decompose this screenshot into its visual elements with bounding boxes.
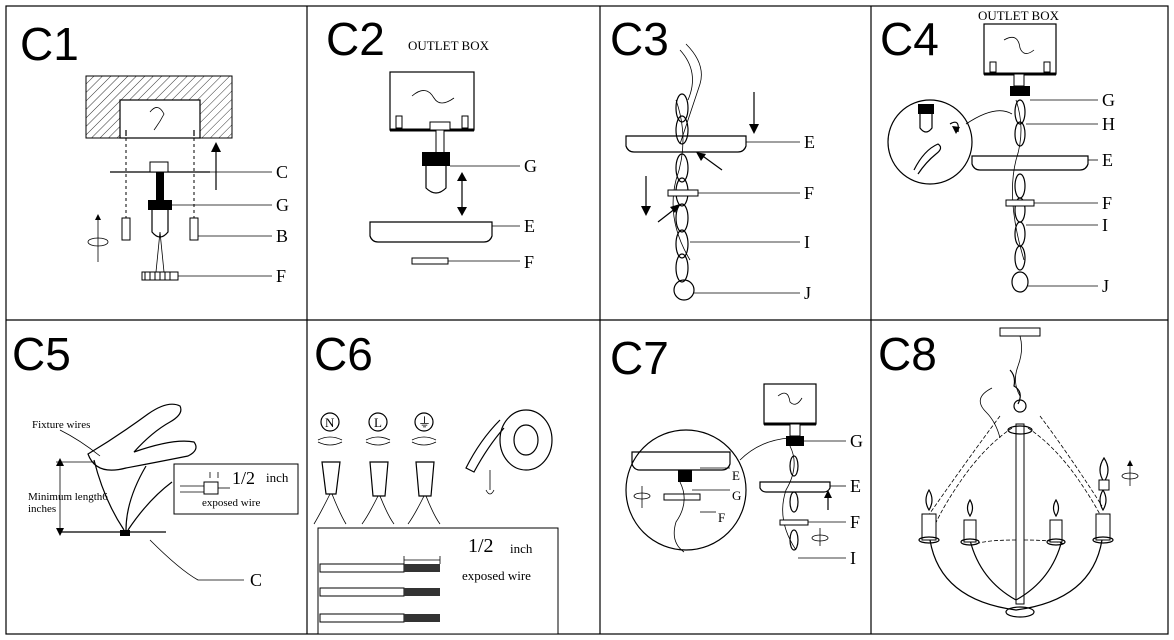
stripped-wire-1 [319, 563, 440, 573]
panel-title-c6: C6 [314, 328, 373, 380]
c3-label-e: E [804, 132, 815, 152]
panel-title-c1: C1 [20, 18, 79, 70]
ceiling-hatch [85, 75, 233, 139]
c1-label-g: G [276, 195, 289, 215]
panel-title-c8: C8 [878, 328, 937, 380]
c7-label-g: G [850, 431, 863, 451]
c7-inset-label-f: F [718, 510, 725, 525]
c5-half-label: 1/2 [232, 468, 255, 488]
c5-fixture-wires-label: Fixture wires [32, 419, 90, 431]
panel-title-c4: C4 [880, 13, 939, 65]
neutral-symbol: N [317, 412, 343, 446]
panel-title-c5: C5 [12, 328, 71, 380]
svg-text:⏚: ⏚ [418, 415, 431, 430]
c5-inch-label: inch [266, 470, 289, 485]
c8-chandelier [918, 327, 1139, 618]
c5-minimum-length-label: Minimum length6 [28, 491, 108, 503]
c5-diagram: Fixture wires Minimum length6 inches 1/2… [28, 403, 299, 590]
c3-label-j: J [804, 283, 811, 303]
c5-label-c: C [250, 570, 262, 590]
c6-half-label: 1/2 [468, 535, 494, 557]
c7-diagram: E G F G E F I [625, 383, 863, 568]
c5-inches-label: inches [28, 503, 56, 515]
svg-text:N: N [325, 415, 335, 430]
c2-diagram: OUTLET BOX G E F [369, 38, 537, 272]
candle-3 [1046, 498, 1066, 546]
c7-inset-label-g: G [732, 488, 741, 503]
c1-label-f: F [276, 266, 286, 286]
c6-diagram: N L ⏚ 1/2 inch exposed wire [313, 409, 559, 635]
c4-diagram: OUTLET BOX G [887, 8, 1115, 296]
ground-symbol: ⏚ [411, 412, 437, 446]
c1-label-c: C [276, 162, 288, 182]
c4-label-i: I [1102, 215, 1108, 235]
panel-title-c7: C7 [610, 332, 669, 384]
c3-label-f: F [804, 183, 814, 203]
c7-label-f: F [850, 512, 860, 532]
panel-title-c3: C3 [610, 13, 669, 65]
c2-label-g: G [524, 156, 537, 176]
candle-4 [1092, 488, 1114, 544]
c1-diagram: C G B F [85, 75, 289, 286]
c4-outlet-box-label: OUTLET BOX [978, 8, 1060, 23]
c1-label-b: B [276, 226, 288, 246]
c4-label-g: G [1102, 90, 1115, 110]
candle-2 [960, 498, 980, 546]
stripped-wire-3 [319, 613, 440, 623]
svg-text:L: L [374, 415, 382, 430]
c7-label-e: E [850, 476, 861, 496]
c3-diagram: E F I J [625, 43, 815, 303]
candle-1 [918, 488, 940, 544]
c2-outlet-box-label: OUTLET BOX [408, 38, 490, 53]
c5-exposed-wire-label: exposed wire [202, 497, 260, 509]
c3-label-i: I [804, 232, 810, 252]
panel-grid [5, 5, 1169, 635]
c4-label-f: F [1102, 193, 1112, 213]
c7-inset-label-e: E [732, 468, 740, 483]
c4-label-h: H [1102, 114, 1115, 134]
c6-exposed-wire-label: exposed wire [462, 568, 531, 583]
c4-label-j: J [1102, 276, 1109, 296]
c7-label-i: I [850, 548, 856, 568]
c2-label-e: E [524, 216, 535, 236]
c6-inch-label: inch [510, 541, 533, 556]
c2-label-f: F [524, 252, 534, 272]
c4-label-e: E [1102, 150, 1113, 170]
stripped-wire-2 [319, 587, 440, 597]
live-symbol: L [365, 412, 391, 446]
panel-title-c2: C2 [326, 13, 385, 65]
